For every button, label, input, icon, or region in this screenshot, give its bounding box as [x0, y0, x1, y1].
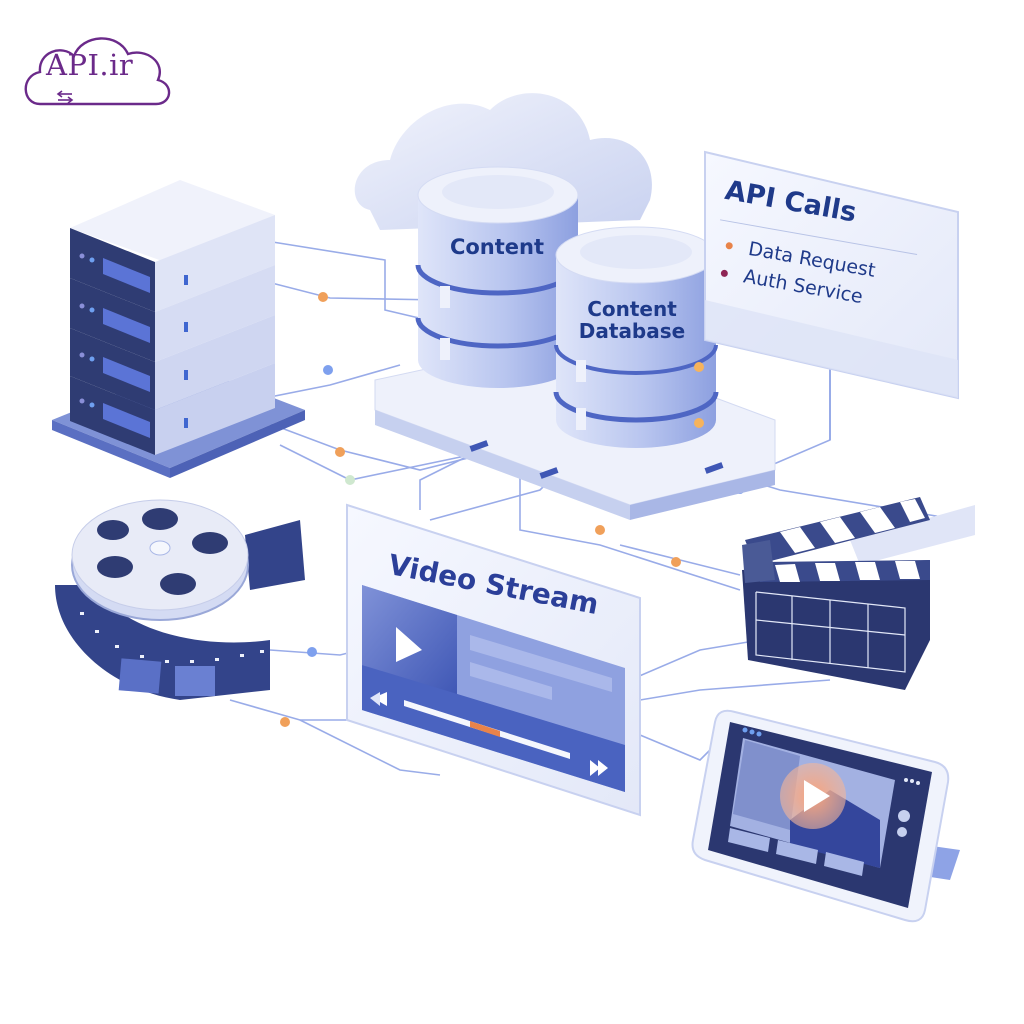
cloud-sync-icon: [24, 37, 171, 106]
api-ir-logo[interactable]: API.ir: [18, 30, 178, 110]
database-label-line2: Database: [578, 319, 686, 343]
database-cylinder-content: [415, 166, 581, 388]
database-cylinder-content-database: [553, 226, 719, 448]
fast-forward-icon: [590, 760, 600, 776]
database-label-content: Content: [449, 235, 545, 259]
database-label-content-database: Content Database: [572, 298, 692, 342]
database-label-line1: Content: [587, 297, 677, 321]
play-icon: [396, 627, 422, 662]
logo-text: API.ir: [46, 48, 134, 82]
